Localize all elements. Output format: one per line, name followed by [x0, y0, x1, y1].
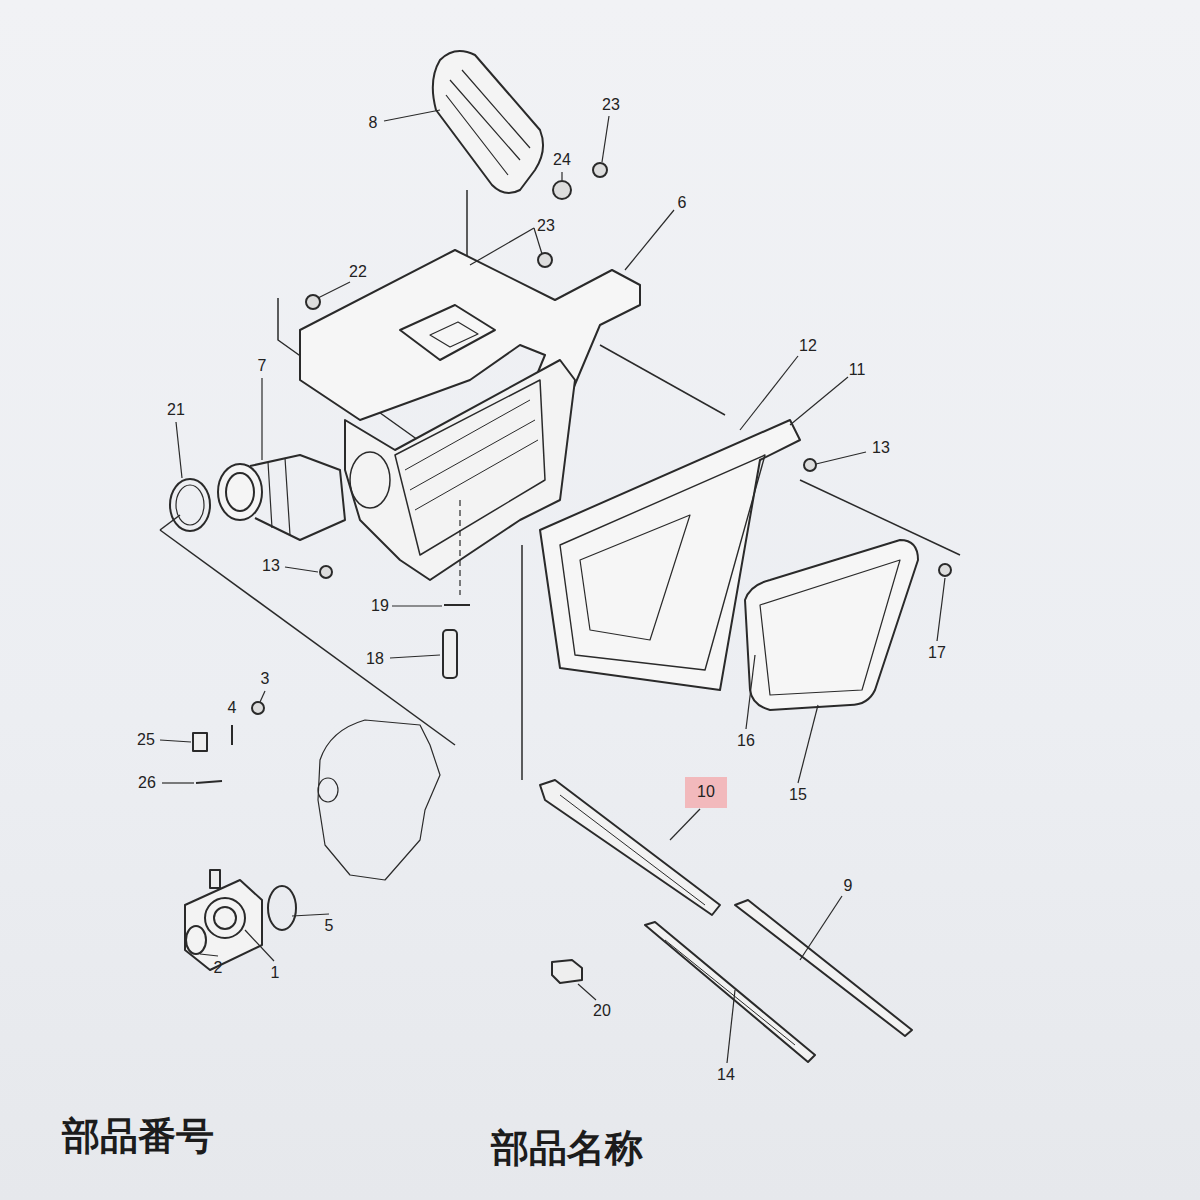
callout-number: 18 [366, 651, 384, 667]
callout-number: 13 [872, 440, 890, 456]
callout-number: 4 [228, 700, 237, 716]
callout-number: 5 [325, 918, 334, 934]
callout-number: 25 [137, 732, 155, 748]
callout-number: 1 [271, 965, 280, 981]
callout-number: 20 [593, 1003, 611, 1019]
callout-number: 19 [371, 598, 389, 614]
callout-number: 16 [737, 733, 755, 749]
callout-number: 15 [789, 787, 807, 803]
callout-number: 7 [258, 358, 267, 374]
callout-number: 23 [602, 97, 620, 113]
column-heading: 部品番号 [62, 1117, 214, 1155]
callout-number: 17 [928, 645, 946, 661]
callout-number: 2 [214, 960, 223, 976]
column-heading: 部品名称 [491, 1129, 643, 1167]
callout-number: 14 [717, 1067, 735, 1083]
callout-number: 8 [369, 115, 378, 131]
callout-number: 3 [261, 671, 270, 687]
callout-number: 22 [349, 264, 367, 280]
callout-number: 9 [844, 878, 853, 894]
callout-number: 6 [678, 195, 687, 211]
callout-number: 10 [697, 784, 715, 800]
callout-number: 21 [167, 402, 185, 418]
highlight [685, 777, 727, 808]
callout-number: 11 [849, 362, 866, 378]
exploded-view [160, 51, 960, 1063]
callout-number: 23 [537, 218, 555, 234]
callout-number: 26 [138, 775, 156, 791]
callout-number: 24 [553, 152, 571, 168]
callout-number: 12 [799, 338, 817, 354]
callout-number: 13 [262, 558, 280, 574]
